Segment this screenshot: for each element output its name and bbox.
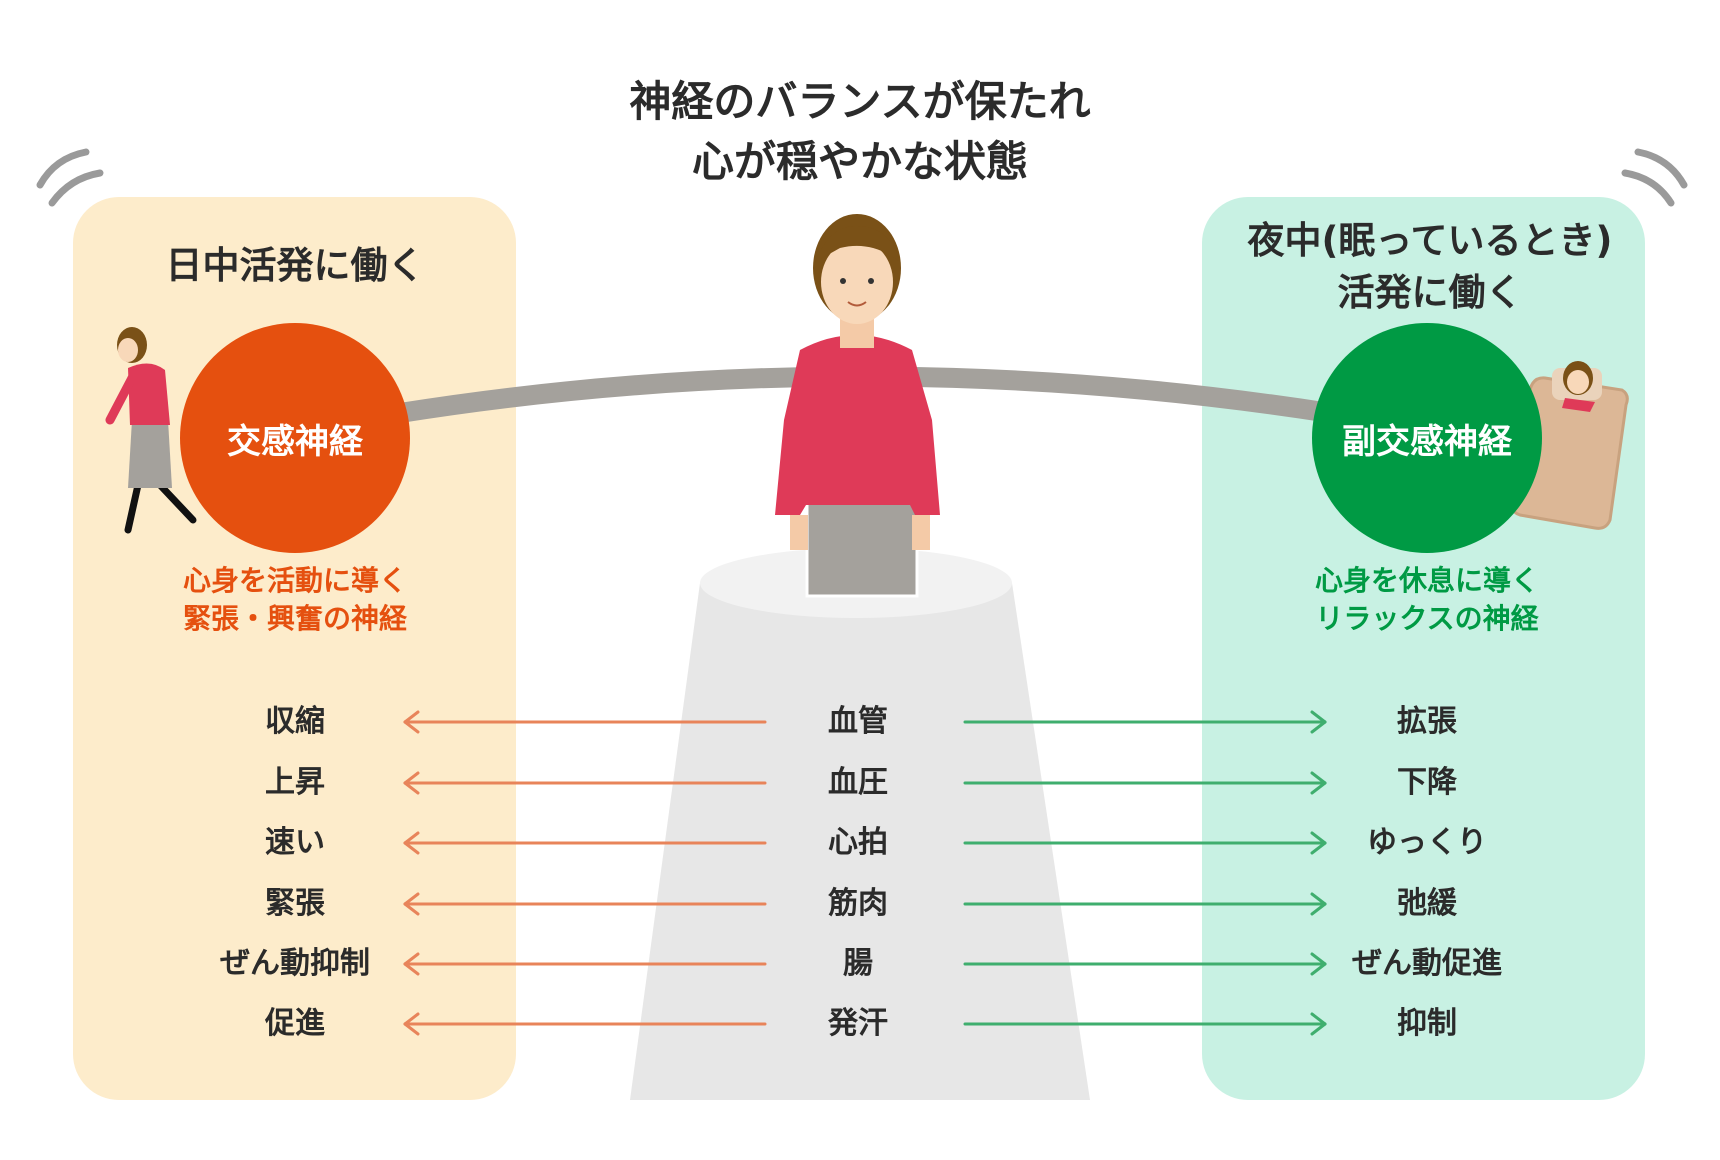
- sympathetic-description: 心身を活動に導く 緊張・興奮の神経: [120, 562, 470, 638]
- right-arrow-head: [1310, 902, 1327, 916]
- left-arrow-head: [403, 1012, 420, 1026]
- motion-lines-left-icon: [36, 148, 104, 207]
- row-center-text: 血圧: [828, 765, 888, 800]
- row-right-text: 抑制: [1397, 1006, 1457, 1041]
- parasympathetic-heading: 夜中(眠っているとき) 活発に働く: [1215, 215, 1645, 319]
- row-center-text: 血管: [828, 704, 888, 739]
- right-arrow-head: [1310, 710, 1327, 724]
- row-right-text: ゆっくり: [1367, 825, 1487, 860]
- left-arrow-head: [403, 1022, 420, 1036]
- diagram-title: 神経のバランスが保たれ 心が穏やかな状態: [560, 72, 1160, 192]
- sympathetic-description-line-2: 緊張・興奮の神経: [182, 602, 407, 635]
- row-left-text: 速い: [265, 825, 325, 860]
- right-arrow-head: [1310, 831, 1327, 845]
- right-arrow-head: [1310, 962, 1327, 976]
- row-right-text: 弛緩: [1397, 886, 1457, 921]
- right-arrow-head: [1310, 1022, 1327, 1036]
- parasympathetic-heading-line-2: 活発に働く: [1337, 271, 1523, 314]
- right-arrow-head: [1310, 841, 1327, 855]
- left-arrow-head: [403, 962, 420, 976]
- left-arrow-head: [403, 841, 420, 855]
- title-line-2: 心が穏やかな状態: [691, 137, 1028, 186]
- sympathetic-heading: 日中活発に働く: [165, 244, 425, 287]
- sympathetic-circle: 交感神経: [180, 323, 410, 553]
- arrows-group: [403, 710, 1327, 1036]
- right-arrow-head: [1310, 781, 1327, 795]
- parasympathetic-description-line-1: 心身を休息に導く: [1314, 564, 1539, 597]
- parasympathetic-circle: 副交感神経: [1312, 323, 1542, 553]
- row-left-text: 促進: [265, 1006, 325, 1041]
- left-arrow-head: [403, 952, 420, 966]
- right-arrow-head: [1310, 771, 1327, 785]
- title-line-1: 神経のバランスが保たれ: [629, 77, 1091, 126]
- row-center-text: 心拍: [828, 825, 888, 860]
- parasympathetic-heading-line-1: 夜中(眠っているとき): [1247, 219, 1613, 262]
- sympathetic-description-line-1: 心身を活動に導く: [182, 564, 407, 597]
- left-arrow-head: [403, 710, 420, 724]
- right-arrow-head: [1310, 720, 1327, 734]
- sympathetic-label: 交感神経: [227, 421, 363, 462]
- row-left-text: 緊張: [265, 886, 325, 921]
- row-right-text: 下降: [1397, 765, 1457, 800]
- row-center-text: 発汗: [828, 1006, 888, 1041]
- row-center-text: 筋肉: [828, 886, 888, 921]
- row-center-text: 腸: [843, 946, 873, 981]
- motion-lines-right-icon: [1621, 148, 1688, 207]
- row-right-text: 拡張: [1397, 704, 1457, 739]
- balancing-woman-figure: [775, 214, 940, 598]
- walking-woman-icon: [105, 327, 197, 534]
- sleeping-person-icon: [1510, 361, 1629, 530]
- right-arrow-head: [1310, 952, 1327, 966]
- right-arrow-head: [1310, 1012, 1327, 1026]
- row-right-text: ぜん動促進: [1352, 946, 1502, 981]
- left-arrow-head: [403, 831, 420, 845]
- row-left-text: 収縮: [265, 704, 325, 739]
- left-arrow-head: [403, 781, 420, 795]
- left-arrow-head: [403, 771, 420, 785]
- row-left-text: ぜん動抑制: [220, 946, 370, 981]
- parasympathetic-description: 心身を休息に導く リラックスの神経: [1252, 562, 1602, 638]
- left-arrow-head: [403, 892, 420, 906]
- parasympathetic-description-line-2: リラックスの神経: [1315, 602, 1539, 635]
- left-arrow-head: [403, 902, 420, 916]
- parasympathetic-label: 副交感神経: [1342, 421, 1512, 462]
- left-arrow-head: [403, 720, 420, 734]
- row-left-text: 上昇: [265, 765, 325, 800]
- right-arrow-head: [1310, 892, 1327, 906]
- pedestal: [630, 583, 1090, 1100]
